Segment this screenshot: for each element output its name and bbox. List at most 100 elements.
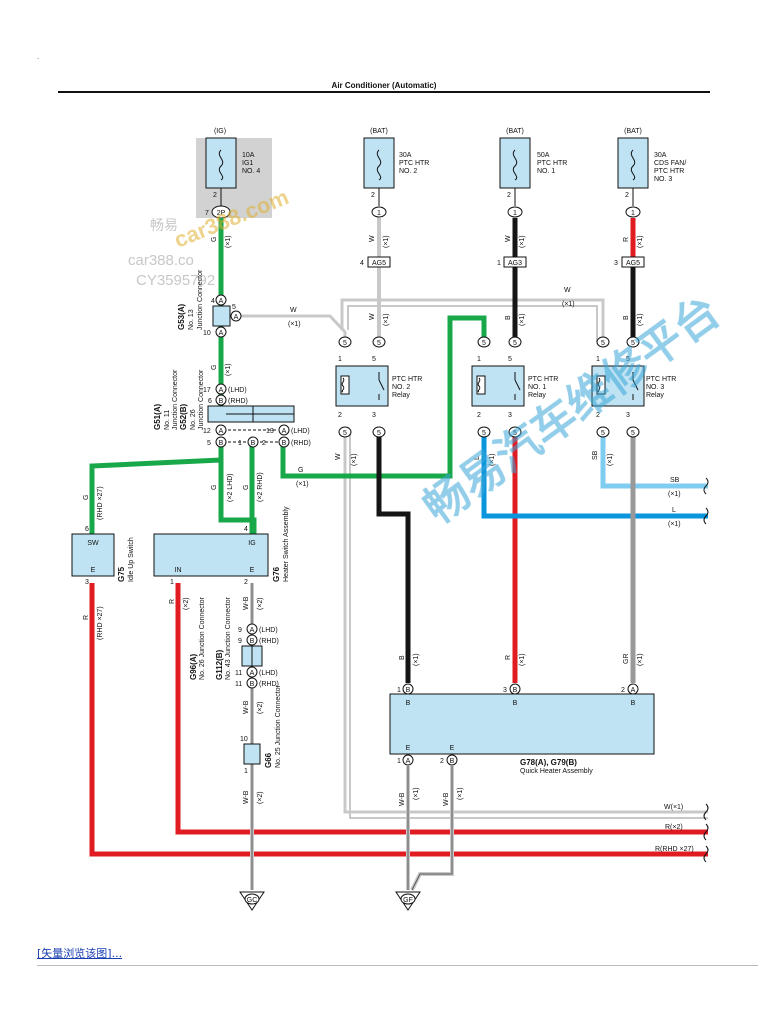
svg-text:5: 5 xyxy=(377,430,381,437)
fuse-ptc-htr-2: (BAT) 30A PTC HTR NO. 2 2 1 xyxy=(363,128,429,218)
svg-text:5: 5 xyxy=(626,356,630,363)
svg-text:(×1): (×1) xyxy=(383,313,390,326)
svg-text:B: B xyxy=(282,440,287,447)
svg-text:(×1): (×1) xyxy=(383,235,390,248)
svg-text:B: B xyxy=(513,687,518,694)
fuse-ptc-htr-1: (BAT) 50A PTC HTR NO. 1 2 1 xyxy=(499,128,567,218)
wire-g-g51-out xyxy=(89,438,224,534)
svg-text:10: 10 xyxy=(240,736,248,743)
page-title: Air Conditioner (Automatic) xyxy=(332,81,437,90)
svg-text:2: 2 xyxy=(440,758,444,765)
svg-text:(×1): (×1) xyxy=(562,301,575,308)
g75-idle-up-switch: SW E 6 3 G75 Idle Up Switch xyxy=(71,526,135,586)
svg-text:3: 3 xyxy=(626,412,630,419)
svg-text:3: 3 xyxy=(503,687,507,694)
wire-r-g76 xyxy=(175,583,708,835)
svg-text:5: 5 xyxy=(232,304,236,311)
svg-text:B: B xyxy=(250,638,255,645)
svg-text:5: 5 xyxy=(207,440,211,447)
svg-text:No. 13: No. 13 xyxy=(188,309,195,330)
vector-view-link[interactable]: [矢量浏览该图]... xyxy=(37,947,123,960)
svg-text:(×1): (×1) xyxy=(225,363,232,376)
svg-text:A: A xyxy=(406,758,411,765)
svg-text:5: 5 xyxy=(601,430,605,437)
svg-text:(LHD): (LHD) xyxy=(228,387,247,394)
svg-text:A: A xyxy=(219,298,224,305)
svg-text:Quick Heater Assembly: Quick Heater Assembly xyxy=(520,768,593,775)
svg-text:(×1): (×1) xyxy=(637,653,644,666)
g96-g112-junction-connector: A B 9 9 (LHD) (RHD) A B 11 11 (LHD) (RHD… xyxy=(189,596,279,689)
svg-text:9: 9 xyxy=(238,638,242,645)
svg-text:NO. 2: NO. 2 xyxy=(392,384,410,391)
svg-text:GC: GC xyxy=(247,897,258,904)
svg-text:G: G xyxy=(298,467,303,474)
svg-text:12: 12 xyxy=(203,428,211,435)
svg-text:5: 5 xyxy=(482,340,486,347)
svg-text:5: 5 xyxy=(343,340,347,347)
svg-text:(×1): (×1) xyxy=(637,235,644,248)
svg-text:(×1): (×1) xyxy=(225,235,232,248)
svg-text:No. 25 Junction Connector: No. 25 Junction Connector xyxy=(275,684,282,768)
svg-text:2: 2 xyxy=(244,579,248,586)
svg-text:W-B: W-B xyxy=(243,700,250,714)
svg-text:(×1): (×1) xyxy=(351,453,358,466)
ig-fuse-pin-q: 7 xyxy=(205,210,209,217)
svg-text:R: R xyxy=(83,615,90,620)
svg-text:(BAT): (BAT) xyxy=(624,128,642,135)
svg-text:2: 2 xyxy=(507,192,511,199)
svg-text:4: 4 xyxy=(211,298,215,305)
ig-group-label: (IG) xyxy=(214,128,226,135)
svg-text:G: G xyxy=(211,485,218,490)
svg-text:(×2): (×2) xyxy=(257,791,264,804)
svg-text:3: 3 xyxy=(85,579,89,586)
ag5-connector-a: AG5 4 xyxy=(360,256,391,268)
stray-mark: . xyxy=(37,52,40,61)
wire-w-main xyxy=(343,434,708,814)
continuation-marks xyxy=(703,477,709,863)
svg-text:5: 5 xyxy=(343,430,347,437)
svg-text:畅易汽车维修平台: 畅易汽车维修平台 xyxy=(414,286,729,534)
g53-junction-connector: A A A 4 5 10 G53(A) Junction Connector N… xyxy=(177,269,242,338)
wire-r-g75 xyxy=(89,583,708,857)
svg-text:L: L xyxy=(672,507,676,514)
svg-text:B: B xyxy=(505,315,512,320)
svg-text:(×2): (×2) xyxy=(257,597,264,610)
svg-text:No. 11: No. 11 xyxy=(164,410,171,430)
wire-g-relay1 xyxy=(280,315,487,479)
svg-text:30A: 30A xyxy=(654,152,667,159)
svg-text:G96(A): G96(A) xyxy=(189,653,198,680)
svg-text:(×1): (×1) xyxy=(607,453,614,466)
svg-text:6: 6 xyxy=(85,526,89,533)
svg-text:G76: G76 xyxy=(272,566,281,582)
svg-text:G: G xyxy=(211,237,218,242)
svg-text:Junction Connector: Junction Connector xyxy=(197,269,204,330)
svg-text:NO. 2: NO. 2 xyxy=(399,168,417,175)
svg-text:E: E xyxy=(450,745,455,752)
svg-text:NO. 1: NO. 1 xyxy=(537,168,555,175)
svg-text:1: 1 xyxy=(477,356,481,363)
svg-text:R: R xyxy=(623,237,630,242)
svg-text:(RHD): (RHD) xyxy=(228,398,248,405)
svg-text:6: 6 xyxy=(208,398,212,405)
svg-text:A: A xyxy=(219,428,224,435)
svg-text:2: 2 xyxy=(621,687,625,694)
svg-text:2: 2 xyxy=(371,192,375,199)
svg-text:W: W xyxy=(505,235,512,242)
svg-text:B: B xyxy=(399,655,406,660)
svg-text:9: 9 xyxy=(238,627,242,634)
svg-text:(×1): (×1) xyxy=(519,313,526,326)
svg-text:(×1): (×1) xyxy=(296,481,309,488)
svg-text:G51(A): G51(A) xyxy=(153,403,162,430)
svg-text:W(×1): W(×1) xyxy=(664,804,683,811)
svg-text:(×2): (×2) xyxy=(257,701,264,714)
svg-text:G: G xyxy=(211,365,218,370)
svg-text:B: B xyxy=(219,398,224,405)
svg-text:G: G xyxy=(83,495,90,500)
relay-ptc-htr-3: PTC HTR NO. 3 Relay xyxy=(591,365,676,407)
svg-text:SW: SW xyxy=(87,540,99,547)
svg-text:(RHD): (RHD) xyxy=(291,440,311,447)
wire-w-loop xyxy=(340,298,605,342)
svg-text:Relay: Relay xyxy=(528,392,546,399)
svg-text:1: 1 xyxy=(170,579,174,586)
